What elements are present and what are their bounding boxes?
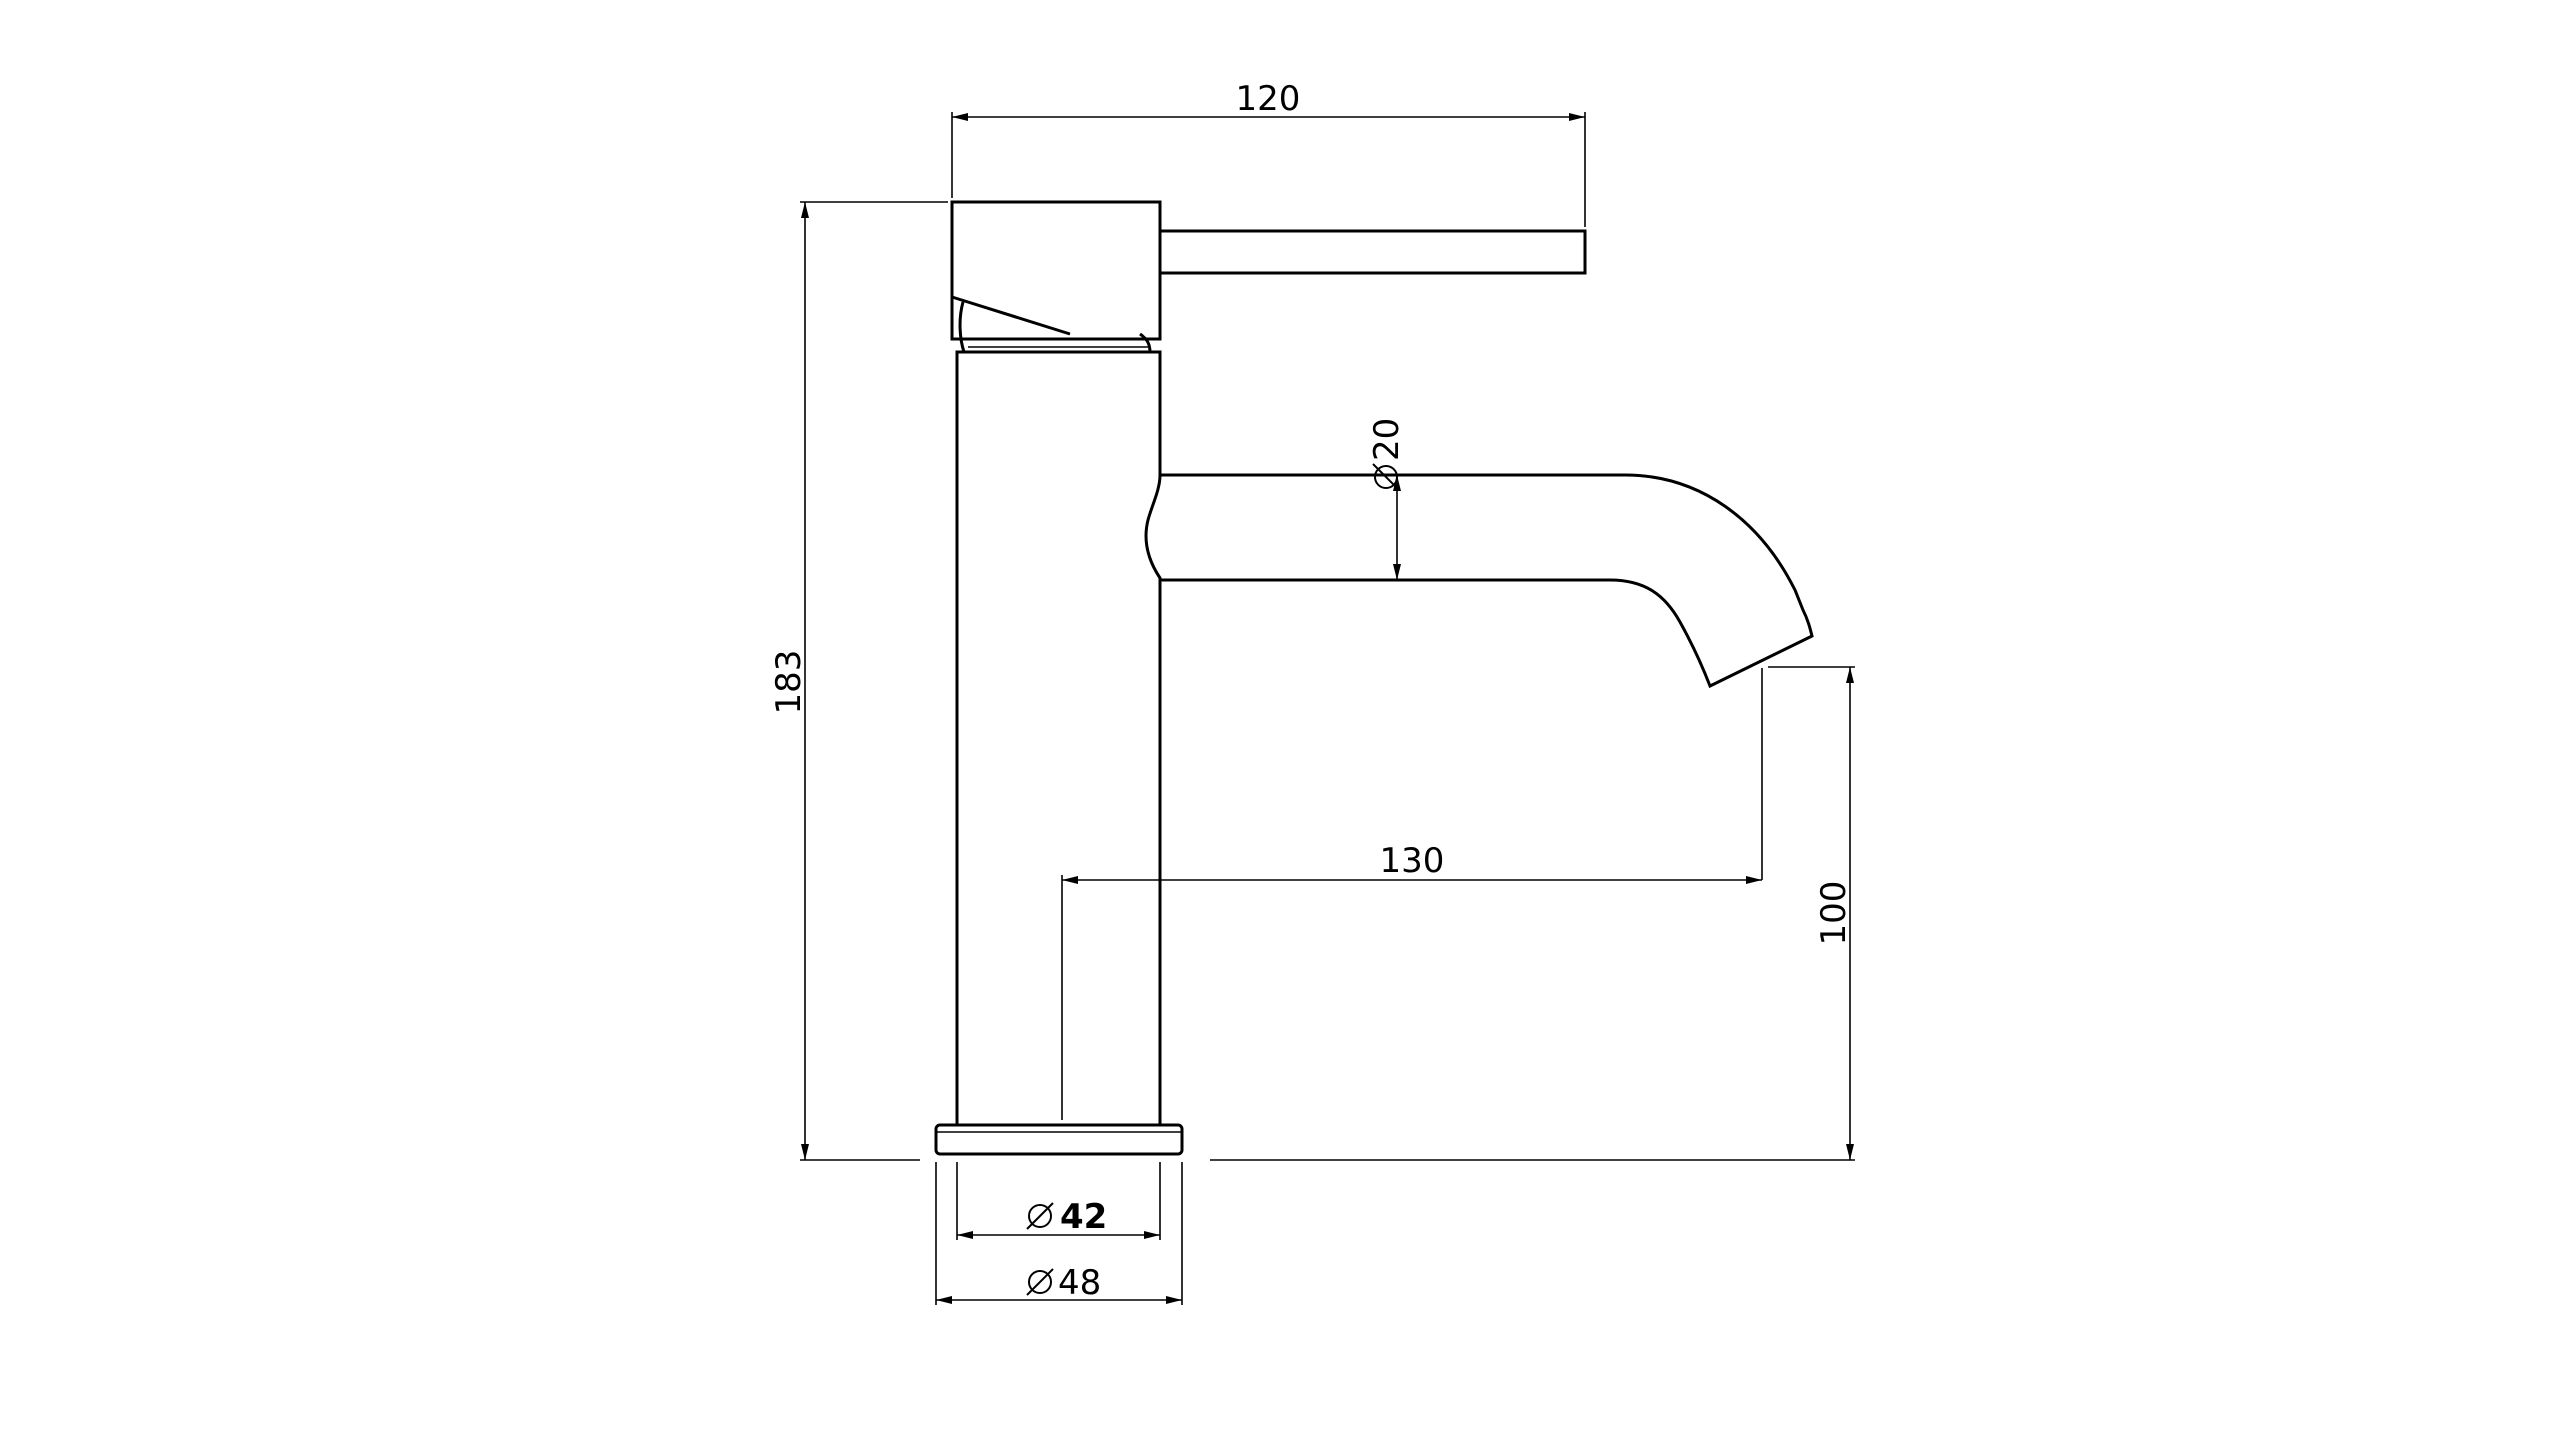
- lever-arm: [1160, 229, 1587, 275]
- dim-spout-reach: 130: [1061, 668, 1763, 1120]
- handle-skirt: [951, 295, 1071, 336]
- diameter-symbol-icon: [1028, 1270, 1052, 1294]
- dim-total-height: 183: [769, 201, 948, 1161]
- dim-total-height-label: 183: [769, 650, 809, 715]
- tap-body: [955, 350, 1162, 1127]
- dim-handle-width: 120: [951, 79, 1586, 227]
- base-ring: [934, 1123, 1184, 1156]
- dim-body-diameter: 42: [956, 1162, 1161, 1240]
- dim-base-diameter: 48: [935, 1162, 1183, 1305]
- dim-base-diameter-label: 48: [1058, 1263, 1101, 1303]
- dim-handle-width-label: 120: [1236, 79, 1301, 119]
- diameter-symbol-icon: [1028, 1204, 1052, 1228]
- dim-spout-reach-label: 130: [1380, 841, 1445, 881]
- dim-spout-diameter-label: 20: [1367, 418, 1407, 461]
- diameter-symbol-icon: [1374, 465, 1398, 489]
- dim-spout-diameter: 20: [1367, 418, 1407, 580]
- tap-outline: [934, 200, 1814, 1156]
- dim-spout-height: 100: [1210, 666, 1855, 1161]
- handle-cap: [950, 200, 1162, 341]
- spout: [1160, 473, 1814, 689]
- dim-spout-diameter-label-group: 20: [1367, 418, 1407, 491]
- dim-spout-height-label: 100: [1814, 881, 1854, 946]
- dim-body-diameter-label: 42: [1060, 1197, 1107, 1237]
